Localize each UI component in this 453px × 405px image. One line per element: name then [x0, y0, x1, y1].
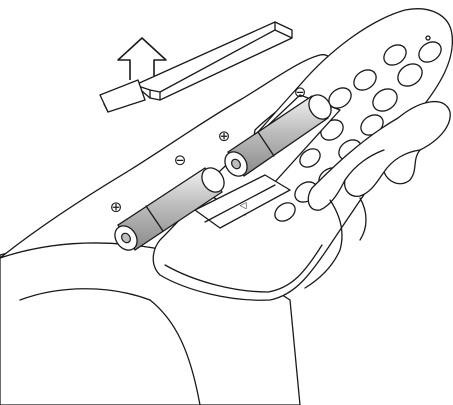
battery-front-minus-mark: ⊖	[174, 151, 187, 169]
lid-lift	[100, 80, 145, 112]
battery-back-minus-mark: ⊖	[294, 83, 307, 101]
compartment-arrow-mark: ◁	[240, 201, 247, 211]
battery-back-plus-mark: ⊕	[218, 127, 231, 145]
battery-front-plus-mark: ⊕	[110, 198, 123, 216]
